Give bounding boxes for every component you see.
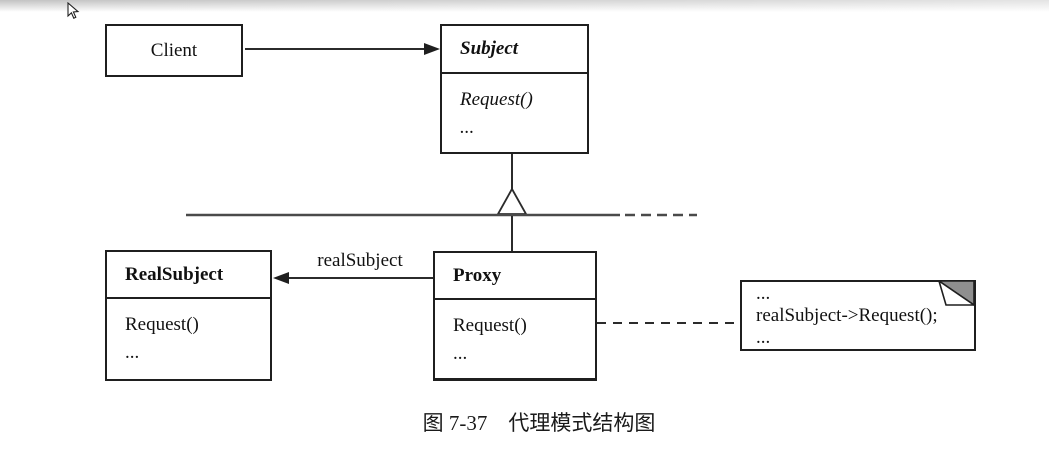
client-subject-arrowhead-icon bbox=[424, 43, 440, 55]
class-box-realsubject: RealSubject Request() ... bbox=[105, 250, 272, 381]
class-title-subject: Subject bbox=[442, 26, 587, 74]
page-top-shadow bbox=[0, 0, 1049, 12]
proxy-realsubject-arrowhead-icon bbox=[273, 272, 289, 284]
class-title-realsubject: RealSubject bbox=[107, 252, 270, 299]
uml-note-box: ... realSubject->Request(); ... bbox=[740, 280, 976, 351]
method-proxy-ellipsis: ... bbox=[453, 343, 468, 364]
class-box-subject: Subject Request() ... bbox=[440, 24, 589, 154]
method-subject-ellipsis: ... bbox=[460, 117, 475, 138]
method-realsubject-request: Request() bbox=[125, 314, 199, 335]
method-subject-request: Request() bbox=[460, 89, 533, 110]
inheritance-triangle-icon bbox=[496, 187, 528, 215]
note-line-3: ... bbox=[756, 327, 771, 348]
mouse-cursor-icon bbox=[67, 2, 80, 19]
method-realsubject-ellipsis: ... bbox=[125, 342, 140, 363]
note-fold-icon bbox=[936, 280, 976, 307]
association-label-realsubject: realSubject bbox=[317, 250, 403, 271]
class-box-proxy: Proxy Request() ... bbox=[433, 251, 597, 381]
figure-caption: 图 7-37 代理模式结构图 bbox=[422, 411, 656, 435]
class-box-client: Client bbox=[105, 24, 243, 77]
note-line-2: realSubject->Request(); bbox=[756, 305, 938, 326]
note-line-1: ... bbox=[756, 283, 771, 304]
method-proxy-request: Request() bbox=[453, 315, 527, 336]
class-title-proxy: Proxy bbox=[435, 253, 595, 300]
class-title-client: Client bbox=[150, 39, 198, 61]
